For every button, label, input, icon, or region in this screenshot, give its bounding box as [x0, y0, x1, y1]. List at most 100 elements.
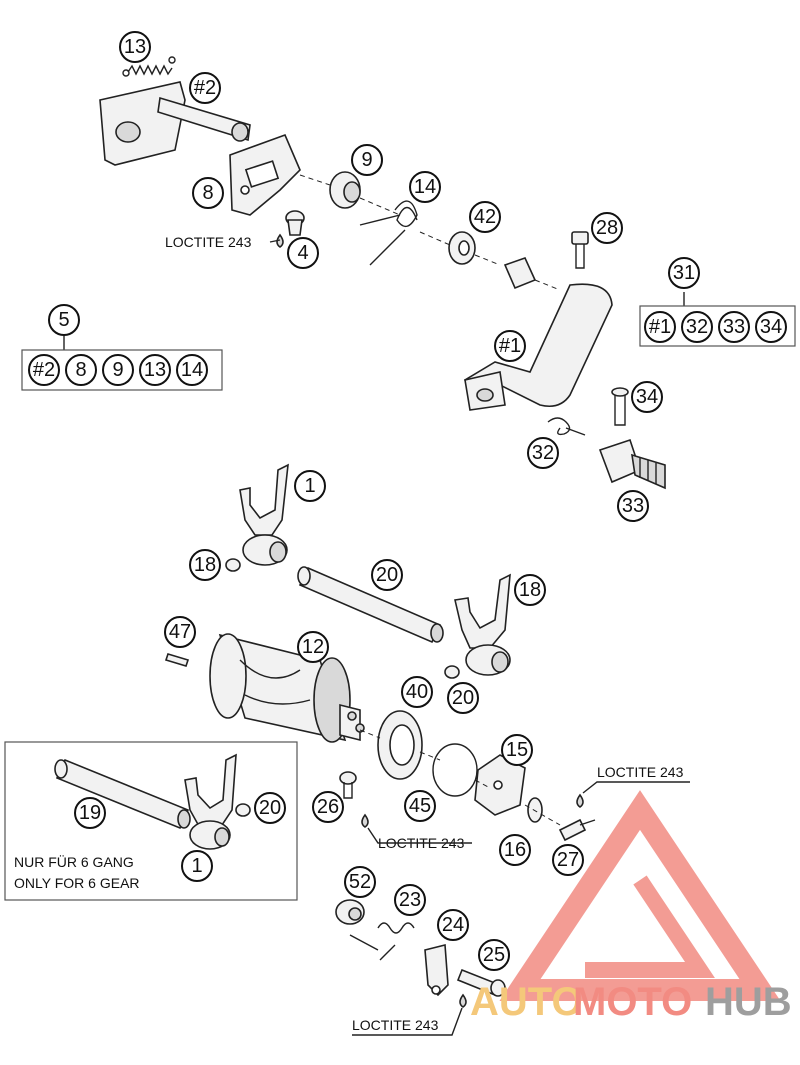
callout: 13: [119, 31, 151, 63]
callout: 13: [139, 354, 171, 386]
callout-number: 20: [259, 797, 281, 819]
roller-18-right: [444, 665, 460, 679]
callout-circle: [591, 212, 623, 244]
callout: 42: [469, 201, 501, 233]
callout-number: 14: [181, 359, 203, 381]
callout-circle: [344, 866, 376, 898]
callout-circle: [139, 354, 171, 386]
loctite-note-middle: LOCTITE 243: [367, 827, 472, 851]
callout-circle: [494, 330, 526, 362]
shift-lever-1: [464, 283, 613, 411]
callout-number: 45: [409, 795, 431, 817]
callout-circle: [181, 850, 213, 882]
callout-circle: [297, 631, 329, 663]
callout-number: 13: [144, 359, 166, 381]
callout: #1: [494, 330, 526, 362]
callout-number: 9: [361, 149, 372, 171]
callout-number: 23: [399, 889, 421, 911]
callout: 25: [478, 939, 510, 971]
callout: 20: [447, 682, 479, 714]
callout-circle: [499, 834, 531, 866]
callout-number: 1: [304, 475, 315, 497]
callout: 14: [176, 354, 208, 386]
callout-number: 31: [673, 262, 695, 284]
callout-number: 20: [452, 687, 474, 709]
callout-circle: [514, 574, 546, 606]
shift-fork-6gear: [184, 753, 237, 850]
callout-circle: [254, 792, 286, 824]
callout-number: 12: [302, 636, 324, 658]
callout-circle: [447, 682, 479, 714]
callout: 1: [181, 850, 213, 882]
callout-circle: [437, 909, 469, 941]
callout-number: 34: [636, 386, 658, 408]
callout-circle: [527, 437, 559, 469]
callout-number: 24: [442, 914, 464, 936]
callout-number: 27: [557, 849, 579, 871]
callout: 47: [164, 616, 196, 648]
bolt-25: [456, 968, 506, 997]
callout-number: 15: [506, 739, 528, 761]
callout: 20: [254, 792, 286, 824]
callout-number: 19: [79, 802, 101, 824]
loctite-label: LOCTITE 243: [352, 1017, 439, 1033]
callout: 45: [404, 790, 436, 822]
callout-number: 52: [349, 871, 371, 893]
spring-14: [359, 200, 418, 266]
callout-circle: [631, 381, 663, 413]
callout-circle: [668, 257, 700, 289]
circlip-45: [432, 743, 478, 797]
callout: #2: [28, 354, 60, 386]
callout: 12: [297, 631, 329, 663]
callout: 34: [631, 381, 663, 413]
callout: 9: [102, 354, 134, 386]
callout-number: 42: [474, 206, 496, 228]
bolt-27: [558, 818, 596, 842]
callout: 8: [65, 354, 97, 386]
callout-circle: [394, 884, 426, 916]
watermark-hub: HUB: [705, 980, 792, 1024]
callout-circle: [409, 171, 441, 203]
callout: 1: [294, 470, 326, 502]
callout-circle: [294, 470, 326, 502]
washer-16: [527, 797, 543, 823]
callout-number: #1: [499, 335, 521, 357]
callout-circle: [312, 791, 344, 823]
callout-number: 9: [112, 359, 123, 381]
loctite-note-top: LOCTITE 243: [165, 234, 281, 250]
spring-23: [349, 922, 415, 961]
shift-plate-15: [474, 754, 526, 816]
loctite-note-bottom: LOCTITE 243: [352, 1007, 463, 1036]
callout: 8: [192, 177, 224, 209]
callout-number: 18: [519, 579, 541, 601]
pin-47: [164, 653, 190, 667]
callout-circle: [192, 177, 224, 209]
shift-fork-right: [454, 573, 511, 676]
callout-circle: [65, 354, 97, 386]
six-gear-note-en: ONLY FOR 6 GEAR: [14, 875, 140, 891]
shift-shaft-2: [99, 81, 251, 166]
callout-circle: [617, 490, 649, 522]
callout-circle: [351, 144, 383, 176]
callout-number: 32: [532, 442, 554, 464]
callout-circle: [176, 354, 208, 386]
pin-34: [611, 387, 629, 426]
watermark-moto: MOTO: [573, 980, 692, 1024]
screw-26: [339, 771, 357, 799]
callout-circle: [401, 676, 433, 708]
loctite-note-right: LOCTITE 243: [582, 764, 690, 794]
callout: 15: [501, 734, 533, 766]
callout-number: 33: [622, 495, 644, 517]
callout-number: 8: [75, 359, 86, 381]
callout: 40: [401, 676, 433, 708]
watermark-logo: [499, 790, 781, 1001]
callout: 34: [755, 311, 787, 343]
callout-number: 4: [297, 242, 308, 264]
callout-number: 5: [58, 309, 69, 331]
callout-circle: [755, 311, 787, 343]
lever-24: [424, 943, 449, 997]
callout-number: 26: [317, 796, 339, 818]
callout: 18: [514, 574, 546, 606]
callout-number: 20: [376, 564, 398, 586]
